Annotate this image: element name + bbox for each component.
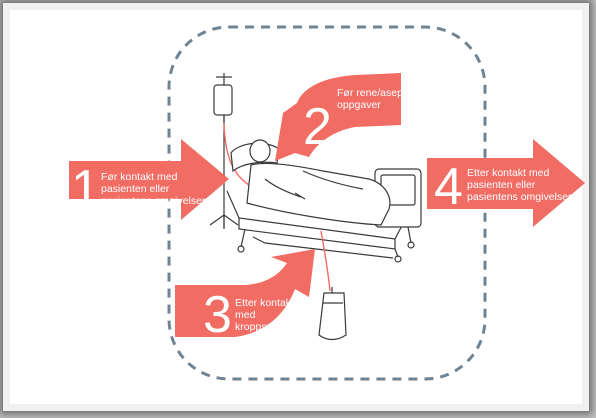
moment-3-number: 3 bbox=[203, 289, 232, 341]
moment-4-line-1: Etter kontakt med bbox=[467, 167, 571, 179]
moment-1-line-1: Før kontakt med bbox=[101, 171, 205, 183]
moment-4-number: 4 bbox=[434, 161, 463, 213]
moment-1-line-3: pasientens omgivelser bbox=[101, 195, 205, 207]
moment-3-line-2: med bbox=[235, 309, 301, 321]
illustration-frame: 1 Før kontakt med pasienten eller pasien… bbox=[3, 3, 589, 411]
moment-1-number: 1 bbox=[71, 163, 100, 215]
moment-1-line-2: pasienten eller bbox=[101, 183, 205, 195]
moment-4-line-3: pasientens omgivelser bbox=[467, 191, 571, 203]
moment-2-line-2: oppgaver bbox=[337, 99, 425, 111]
moment-3-line-1: Etter kontakt bbox=[235, 297, 301, 309]
moment-4-line-2: pasienten eller bbox=[467, 179, 571, 191]
urine-bag-icon bbox=[319, 231, 346, 340]
moment-1-label: Før kontakt med pasienten eller pasiente… bbox=[101, 171, 205, 207]
moment-3-line-3: kroppsvæsker bbox=[235, 321, 301, 333]
moment-3-label: Etter kontakt med kroppsvæsker bbox=[235, 297, 301, 333]
moment-2-number: 2 bbox=[303, 101, 332, 153]
moment-2-line-1: Før rene/aseptiske bbox=[337, 87, 425, 99]
moment-4-label: Etter kontakt med pasienten eller pasien… bbox=[467, 167, 571, 203]
moment-2-label: Før rene/aseptiske oppgaver bbox=[337, 87, 425, 111]
